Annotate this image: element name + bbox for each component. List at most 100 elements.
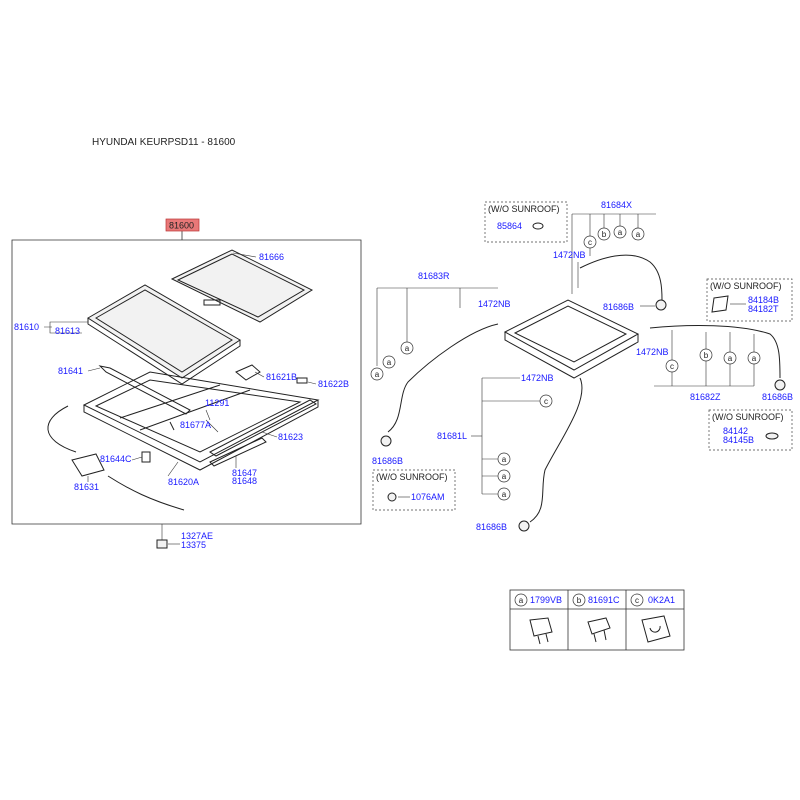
callout-main-assembly[interactable]: 81600 [169, 221, 194, 231]
wo-sunroof-box-1 [484, 201, 568, 243]
motor-part[interactable] [71, 453, 105, 477]
hose-83r-part[interactable] [387, 323, 499, 433]
nut-part[interactable] [156, 539, 168, 549]
marker-a-83r-1-text: a [405, 344, 410, 353]
bracket-b-part[interactable] [235, 364, 261, 381]
callout-deflector[interactable]: 81641 [58, 366, 83, 376]
callout-frame[interactable]: 81620A [168, 477, 199, 487]
grommet-2-part[interactable] [655, 299, 667, 311]
marker-c-82z-text: c [670, 362, 674, 371]
leader-sunshade [232, 252, 257, 258]
marker-a-82z-1 [723, 351, 737, 365]
callout-grommet-1[interactable]: 81686B [372, 456, 403, 466]
marker-c-81l [539, 394, 553, 408]
drive-cable-left[interactable] [47, 405, 77, 453]
cable-77a-part[interactable] [169, 421, 175, 431]
rail-part[interactable] [209, 399, 317, 457]
deflector-part[interactable] [98, 365, 191, 415]
marker-c-82z [665, 359, 679, 373]
wo-pad-part[interactable] [711, 295, 729, 313]
callout-clip[interactable]: 81644C [100, 454, 132, 464]
marker-a-84x-1 [613, 225, 627, 239]
wo-sunroof-box-4 [372, 469, 456, 511]
callout-screw[interactable]: 11291 [205, 398, 229, 408]
leader-panel-group [44, 321, 88, 334]
callout-panel-group[interactable]: 81610 [14, 322, 39, 332]
leader-rail [261, 431, 278, 438]
marker-a-83r-1 [400, 341, 414, 355]
grommet-1-part[interactable] [380, 435, 392, 447]
bracket-22b-part[interactable] [296, 377, 308, 384]
callout-wo-pad-b[interactable]: 84182T [748, 304, 779, 314]
callout-rail[interactable]: 81623 [278, 432, 303, 442]
marker-b-84x-text: b [602, 230, 607, 239]
hose-84x-part[interactable] [579, 254, 663, 301]
callout-motor[interactable]: 81631 [74, 482, 99, 492]
clip-a-icon [529, 617, 553, 645]
callout-hose-82z[interactable]: 81682Z [690, 392, 721, 402]
wo-plug-part[interactable] [532, 222, 544, 230]
leader-clip [131, 456, 143, 461]
callout-clamp-1[interactable]: 1472NB [478, 299, 511, 309]
wo-sunroof-box-2 [706, 278, 793, 322]
callout-glass-panel[interactable]: 81613 [55, 326, 80, 336]
marker-a-81l-1 [497, 452, 511, 466]
callout-guide-47[interactable]: 81647 [232, 468, 257, 478]
marker-a-81l-2-text: a [502, 472, 507, 481]
legend-key-c [630, 593, 644, 607]
callout-hose-84x[interactable]: 81684X [601, 200, 632, 210]
hose-81l-part[interactable] [529, 377, 583, 523]
callout-clamp-3[interactable]: 1472NB [636, 347, 669, 357]
callout-sunshade[interactable]: 81666 [259, 252, 284, 262]
marker-a-83r-3 [382, 355, 396, 369]
leader-bracket-22b [307, 381, 317, 385]
legend-key-a-text: a [519, 596, 524, 605]
callout-wo-grommet[interactable]: 1076AM [411, 492, 445, 502]
legend-key-b [572, 593, 586, 607]
callout-nut-375[interactable]: 13375 [181, 540, 206, 550]
wo-grommet-part[interactable] [387, 492, 397, 502]
wo-sunroof-note-4: (W/O SUNROOF) [376, 472, 448, 482]
callout-grommet-2[interactable]: 81686B [603, 302, 634, 312]
callout-wo-pad-a[interactable]: 84184B [748, 295, 779, 305]
callout-nut-ae[interactable]: 1327AE [181, 531, 213, 541]
legend-part-a[interactable]: 1799VB [530, 595, 562, 605]
legend-part-b[interactable]: 81691C [588, 595, 620, 605]
grommet-3-part[interactable] [774, 379, 786, 391]
legend-border [509, 589, 685, 651]
hose-82z-part[interactable] [649, 325, 781, 379]
marker-a-81l-3 [497, 487, 511, 501]
callout-bracket-22b[interactable]: 81622B [318, 379, 349, 389]
clip-b-icon [587, 617, 611, 643]
callout-hose-81l[interactable]: 81681L [437, 431, 467, 441]
callout-clamp-4[interactable]: 1472NB [521, 373, 554, 383]
legend-key-c-text: c [635, 596, 639, 605]
grommet-4-part[interactable] [518, 520, 530, 532]
drain-hose-group: 81683R a a a 1472NB 81686B (W/O SUNROOF)… [370, 200, 793, 532]
marker-b-82z-text: b [704, 351, 709, 360]
wo-sunroof-note-3: (W/O SUNROOF) [712, 412, 784, 422]
callout-hose-83r[interactable]: 81683R [418, 271, 450, 281]
guide-part[interactable] [209, 437, 267, 467]
callout-clamp-2[interactable]: 1472NB [553, 250, 586, 260]
frame-miniature[interactable] [503, 299, 640, 379]
wo-cap-part[interactable] [765, 432, 779, 440]
callout-cable[interactable]: 81677A [180, 420, 211, 430]
marker-a-82z-2 [747, 351, 761, 365]
callout-guide-48[interactable]: 81648 [232, 476, 257, 486]
callout-wo-plug[interactable]: 85864 [497, 221, 522, 231]
marker-a-81l-1-text: a [502, 455, 507, 464]
callout-bracket-b[interactable]: 81621B [266, 372, 297, 382]
callout-grommet-4[interactable]: 81686B [476, 522, 507, 532]
drive-cable-bottom[interactable] [107, 475, 185, 511]
callout-wo-cap-a[interactable]: 84142 [723, 426, 748, 436]
marker-c-84x [583, 235, 597, 249]
legend-key-b-text: b [577, 596, 582, 605]
callout-grommet-3[interactable]: 81686B [762, 392, 793, 402]
clip-44c-part[interactable] [141, 451, 151, 463]
legend-part-c[interactable]: 0K2A1 [648, 595, 675, 605]
sunshade-part[interactable] [170, 249, 314, 323]
leader-hose-81l [481, 378, 540, 495]
sunroof-frame-part[interactable] [82, 371, 320, 471]
callout-wo-cap-b[interactable]: 84145B [723, 435, 754, 445]
